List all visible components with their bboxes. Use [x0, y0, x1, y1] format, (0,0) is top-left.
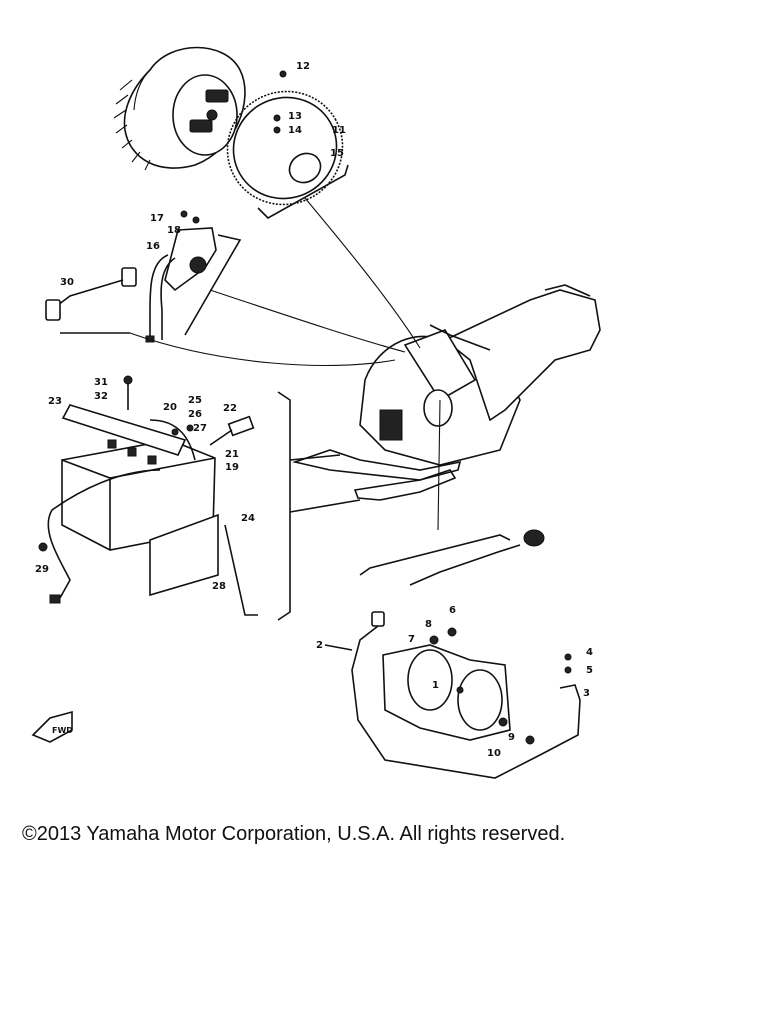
callout-11: 11	[332, 125, 346, 136]
callout-4: 4	[586, 647, 593, 658]
ring-gear	[226, 70, 349, 219]
callout-28: 28	[212, 581, 226, 592]
callout-6: 6	[449, 605, 456, 616]
wire-harness-30	[45, 267, 137, 321]
callout-17: 17	[150, 213, 164, 224]
callout-20: 20	[163, 402, 177, 413]
callout-24: 24	[241, 513, 255, 524]
leader-lines	[129, 197, 441, 531]
front-direction-arrow-icon: FWD	[31, 710, 73, 743]
callout-8: 8	[425, 619, 432, 630]
callout-10: 10	[487, 748, 501, 759]
copyright-notice: ©2013 Yamaha Motor Corporation, U.S.A. A…	[22, 823, 566, 845]
callout-25: 25	[188, 395, 202, 406]
starter-motor-assembly	[324, 529, 581, 779]
callout-31: 31	[94, 377, 108, 388]
front-arrow-label: FWD	[52, 726, 73, 735]
battery-assembly	[38, 375, 258, 616]
callout-1: 1	[432, 680, 439, 691]
battery-bracket	[277, 391, 511, 621]
callout-14: 14	[288, 125, 302, 136]
callout-16: 16	[146, 241, 160, 252]
callout-30: 30	[60, 277, 74, 288]
callout-29: 29	[35, 564, 49, 575]
callout-labels: 12 13 14 11 15 17 18 16 30 31 32 23 20 2…	[35, 61, 593, 759]
callout-21: 21	[225, 449, 239, 460]
callout-23: 23	[48, 396, 62, 407]
flywheel-magneto	[113, 46, 246, 171]
callout-22: 22	[223, 403, 237, 414]
callout-5: 5	[586, 665, 593, 676]
callout-18: 18	[167, 225, 181, 236]
callout-15: 15	[330, 148, 344, 159]
callout-12: 12	[296, 61, 310, 72]
callout-9: 9	[508, 732, 515, 743]
callout-26: 26	[188, 409, 202, 420]
callout-2: 2	[316, 640, 323, 651]
callout-27: 27	[193, 423, 207, 434]
pulser-assembly	[60, 210, 242, 343]
snowmobile-body	[292, 284, 601, 501]
callout-7: 7	[408, 634, 415, 645]
callout-3: 3	[583, 688, 590, 699]
callout-19: 19	[225, 462, 239, 473]
parts-diagram: FWD 12 13 14 11 15 17 18 16 30 31 32 23 …	[31, 46, 601, 779]
callout-32: 32	[94, 391, 108, 402]
callout-13: 13	[288, 111, 302, 122]
